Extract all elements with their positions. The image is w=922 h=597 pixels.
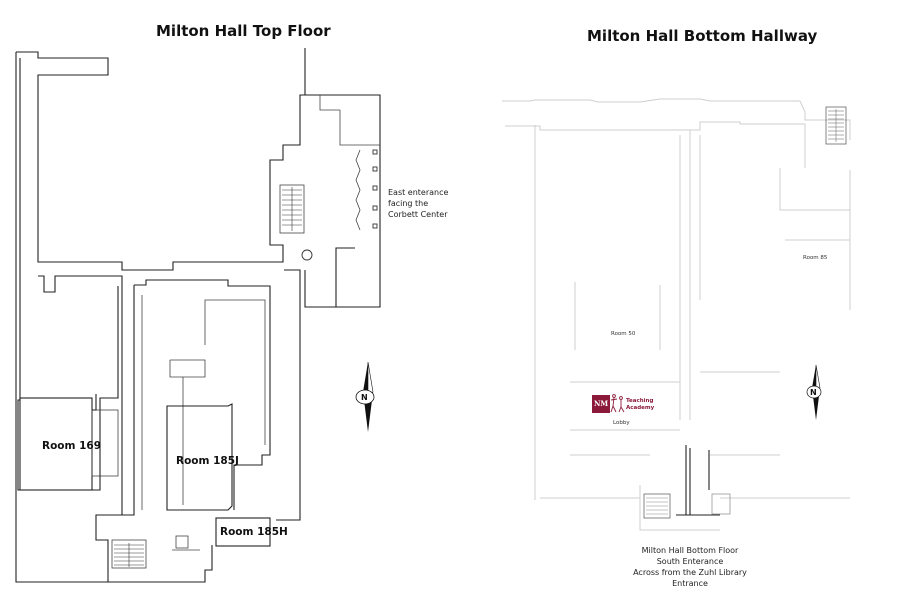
teaching-academy-logo: NM Teaching Academy (592, 394, 655, 413)
bottom-hallway-plan: Room 85 Room 50 NM Teaching Academy Lobb… (502, 98, 851, 588)
south-entrance-corridor (676, 445, 720, 516)
room-85-label: Room 85 (803, 255, 828, 261)
top-floor-plan: Room 169 Room 185J Room 185H East entera… (15, 48, 449, 583)
bottom-hallway-ne-stairs (828, 109, 844, 142)
room-185h-outline (215, 517, 271, 547)
lobby-label: Lobby (613, 420, 630, 426)
south-entrance-note-line-1: Milton Hall Bottom Floor (642, 546, 739, 555)
bottom-hallway-south-stairs (646, 497, 668, 515)
top-floor-north-label: N (361, 393, 368, 402)
top-floor-east-stairs (282, 187, 302, 231)
room-185j-outline (166, 403, 233, 511)
bottom-hallway-north-label: N (810, 388, 817, 397)
bottom-hallway-title: Milton Hall Bottom Hallway (587, 27, 818, 45)
room-185h-label: Room 185H (220, 526, 288, 538)
top-floor-south-stairs (114, 543, 144, 567)
south-entrance-note-line-4: Entrance (672, 579, 708, 588)
bottom-hallway-north-arrow-icon: N (806, 364, 822, 420)
east-entrance-doors (372, 149, 378, 229)
top-floor-outer-wall (16, 48, 306, 271)
room-185j-label: Room 185J (176, 455, 239, 467)
top-floor-title: Milton Hall Top Floor (156, 22, 331, 40)
logo-mark: NM (594, 399, 608, 408)
east-entrance-note-line-3: Corbett Center (388, 210, 448, 219)
logo-line-1: Teaching (626, 398, 653, 404)
east-entrance-note-line-2: facing the (388, 199, 428, 208)
east-entrance-note-line-1: East enterance (388, 188, 449, 197)
south-entrance-note-line-2: South Enterance (657, 557, 724, 566)
top-floor-north-arrow-icon: N (355, 361, 375, 432)
room-50-label: Room 50 (611, 331, 636, 337)
room-169-label: Room 169 (42, 440, 101, 452)
logo-line-2: Academy (626, 405, 655, 411)
teaching-academy-figures-icon (610, 394, 625, 413)
south-entrance-note-line-3: Across from the Zuhl Library (633, 568, 747, 577)
